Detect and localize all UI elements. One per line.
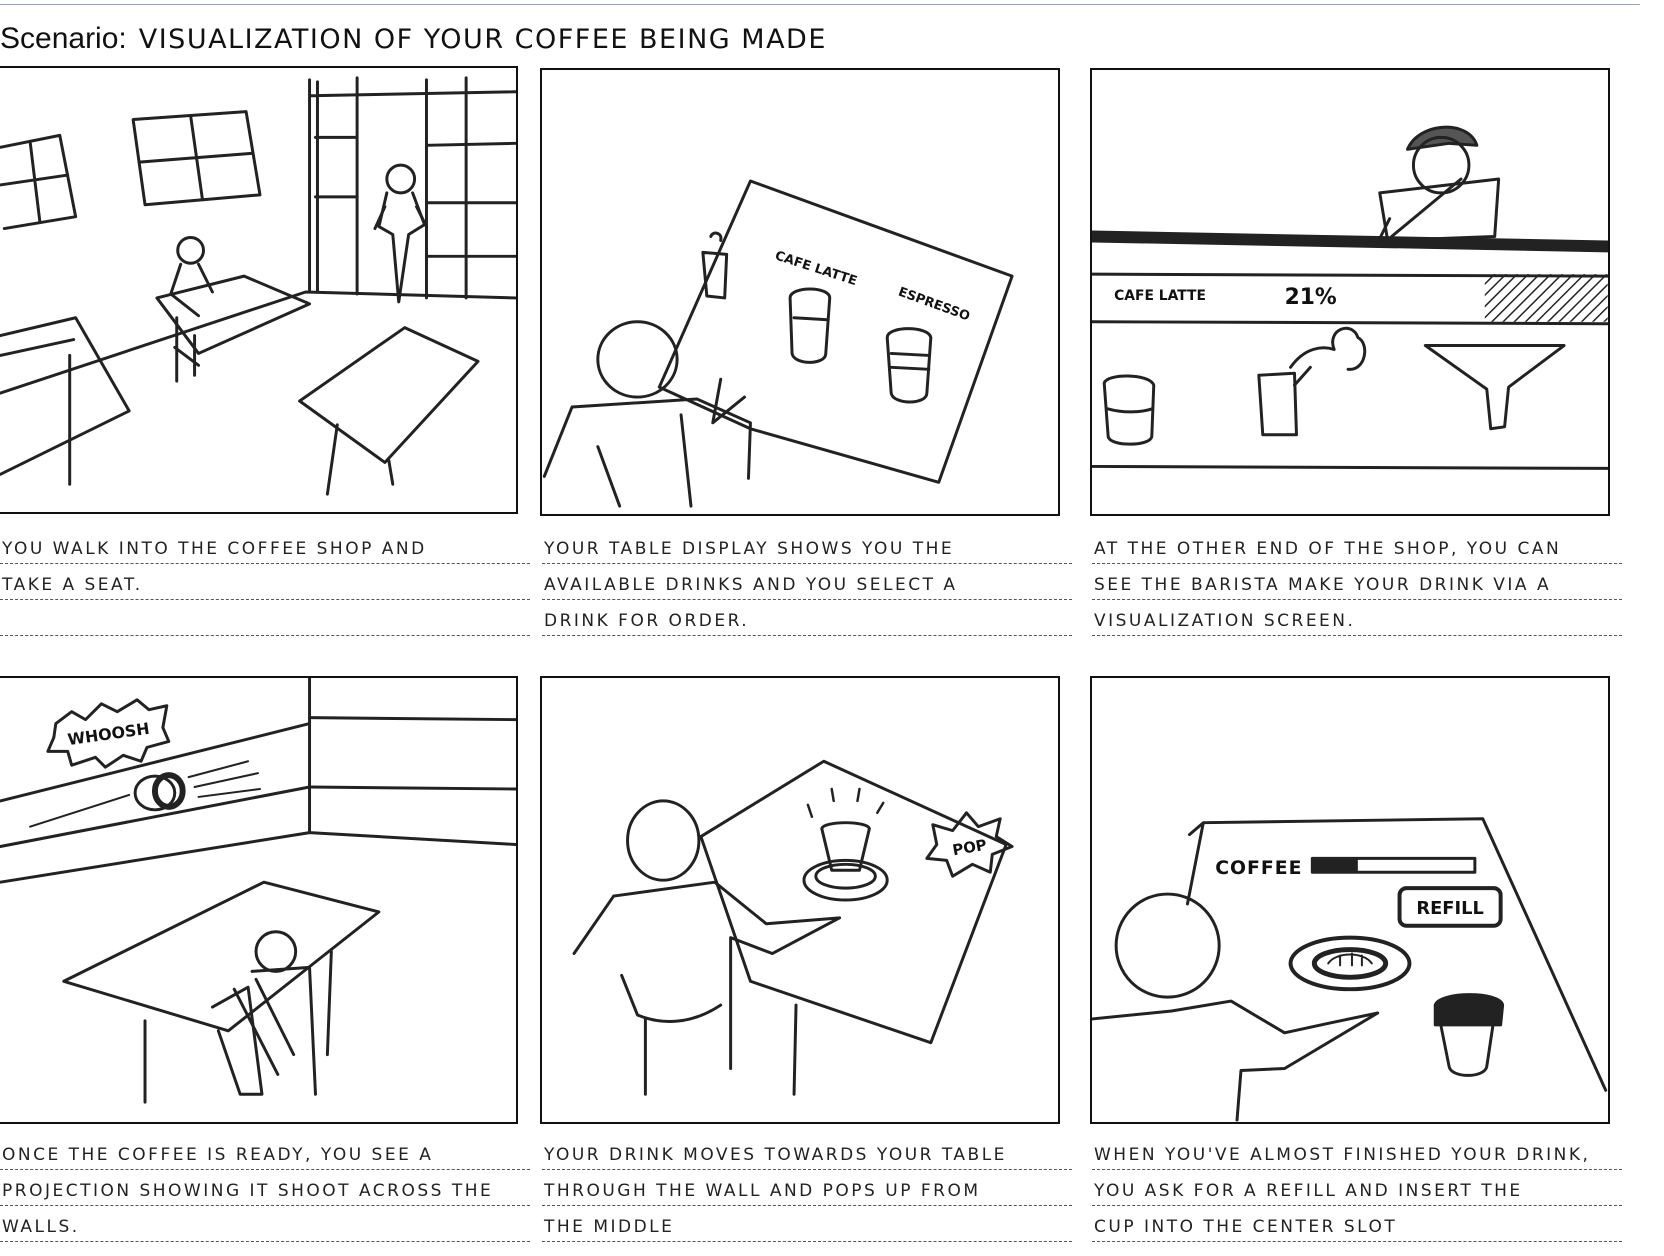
scenario-title: VISUALIZATION OF YOUR COFFEE BEING MADE [138, 24, 827, 55]
panel-5-caption: YOUR DRINK MOVES TOWARDS YOUR TABLE THRO… [542, 1134, 1072, 1242]
espresso-label: ESPRESSO [896, 285, 972, 325]
panel-2-caption: YOUR TABLE DISPLAY SHOWS YOU THE AVAILAB… [542, 528, 1072, 636]
panel-3-barista-screen: CAFE LATTE 21% [1090, 68, 1610, 516]
coffee-label: COFFEE [1215, 858, 1302, 879]
panel-6-caption-line-3: CUP INTO THE CENTER SLOT [1094, 1217, 1398, 1237]
panel-4-sketch: WHOOSH [0, 678, 516, 1104]
panel-4-wall-projection: WHOOSH [0, 676, 518, 1124]
whoosh-label: WHOOSH [66, 719, 150, 749]
cafe-latte-label: CAFE LATTE [773, 249, 859, 290]
coffee-level-bar [1310, 856, 1477, 874]
scenario-header: Scenario: VISUALIZATION OF YOUR COFFEE B… [0, 22, 827, 72]
panel-1-sketch [0, 76, 516, 496]
panel-4-caption-line-3: WALLS. [2, 1217, 80, 1237]
panel-3-caption-line-1: AT THE OTHER END OF THE SHOP, YOU CAN [1094, 539, 1562, 559]
panel-5-caption-line-2: THROUGH THE WALL AND POPS UP FROM [544, 1181, 981, 1201]
panel-3-caption: AT THE OTHER END OF THE SHOP, YOU CAN SE… [1092, 528, 1622, 636]
panel-6-sketch: COFFEE REFILL [1092, 817, 1608, 1122]
panel-4-caption: ONCE THE COFFEE IS READY, YOU SEE A PROJ… [0, 1134, 530, 1242]
panel-4-caption-line-1: ONCE THE COFFEE IS READY, YOU SEE A [2, 1145, 434, 1165]
refill-label[interactable]: REFILL [1416, 898, 1483, 919]
panel-3-caption-line-2: SEE THE BARISTA MAKE YOUR DRINK VIA A [1094, 575, 1552, 595]
panel-2-sketch: CAFE LATTE ESPRESSO [542, 179, 1014, 508]
cafe-latte-screen-label: CAFE LATTE [1114, 288, 1206, 304]
panel-1-caption-line-2: TAKE A SEAT. [2, 575, 143, 595]
panel-5-sketch: POP [572, 759, 1014, 1096]
panel-1-caption: YOU WALK INTO THE COFFEE SHOP AND TAKE A… [0, 528, 530, 636]
panel-6-refill: COFFEE REFILL [1090, 676, 1610, 1124]
panel-6-caption: WHEN YOU'VE ALMOST FINISHED YOUR DRINK, … [1092, 1134, 1622, 1242]
refill-button[interactable] [1397, 886, 1503, 928]
coffee-level-fill [1312, 858, 1358, 873]
panel-1-caption-line-1: YOU WALK INTO THE COFFEE SHOP AND [2, 539, 427, 559]
panel-6-caption-line-1: WHEN YOU'VE ALMOST FINISHED YOUR DRINK, [1094, 1145, 1591, 1165]
panel-2-table-display: CAFE LATTE ESPRESSO [540, 68, 1060, 516]
brew-percent-label: 21% [1285, 285, 1337, 310]
pop-label: POP [951, 836, 988, 860]
panel-4-caption-line-2: PROJECTION SHOWING IT SHOOT ACROSS THE [2, 1181, 494, 1201]
scenario-label: Scenario: [0, 22, 127, 55]
top-rule [0, 0, 1640, 5]
panel-5-caption-line-1: YOUR DRINK MOVES TOWARDS YOUR TABLE [544, 1145, 1007, 1165]
panel-3-sketch: CAFE LATTE 21% [1092, 125, 1608, 470]
panel-3-caption-line-3: VISUALIZATION SCREEN. [1094, 611, 1356, 631]
brew-progress-hatch [1484, 274, 1608, 322]
panel-2-caption-line-2: AVAILABLE DRINKS AND YOU SELECT A [544, 575, 958, 595]
panel-5-drink-pops-up: POP [540, 676, 1060, 1124]
panel-6-caption-line-2: YOU ASK FOR A REFILL AND INSERT THE [1094, 1181, 1523, 1201]
panel-5-caption-line-3: THE MIDDLE [544, 1217, 675, 1237]
panel-2-caption-line-1: YOUR TABLE DISPLAY SHOWS YOU THE [544, 539, 955, 559]
panel-2-caption-line-3: DRINK FOR ORDER. [544, 611, 750, 631]
panel-1-coffee-shop [0, 66, 518, 514]
